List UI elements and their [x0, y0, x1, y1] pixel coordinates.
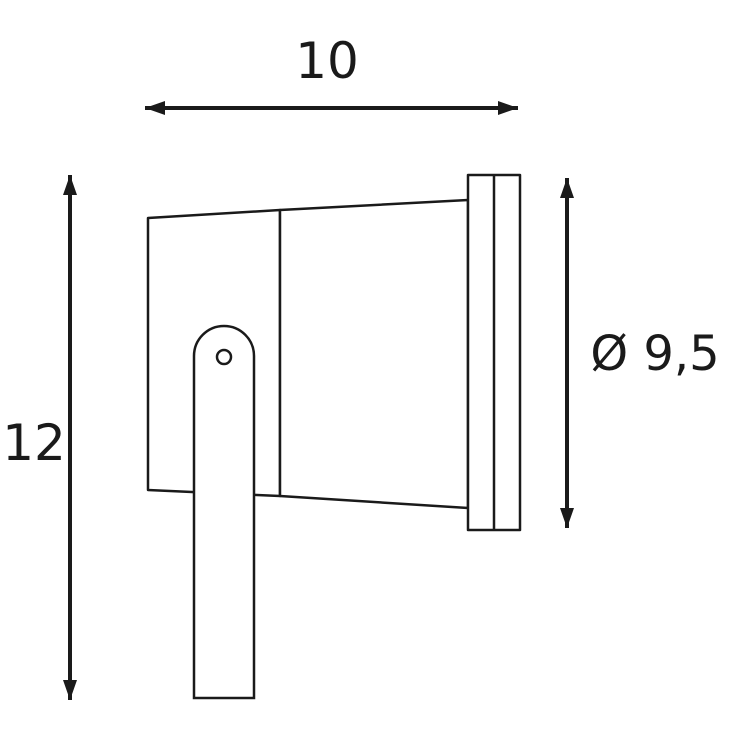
bracket-arm	[192, 324, 256, 700]
diameter-dimension-label: Ø 9,5	[590, 326, 719, 382]
height-dimension: 12	[2, 175, 77, 700]
height-dimension-label: 12	[2, 414, 66, 472]
width-dimension: 10	[145, 32, 518, 115]
bracket-pivot-hole	[215, 348, 233, 366]
lamp-body-front	[278, 198, 470, 510]
mounting-bracket	[192, 324, 256, 700]
width-dimension-label: 10	[295, 32, 359, 90]
lamp-housing	[146, 173, 522, 532]
diameter-dimension: Ø 9,5	[560, 178, 720, 528]
